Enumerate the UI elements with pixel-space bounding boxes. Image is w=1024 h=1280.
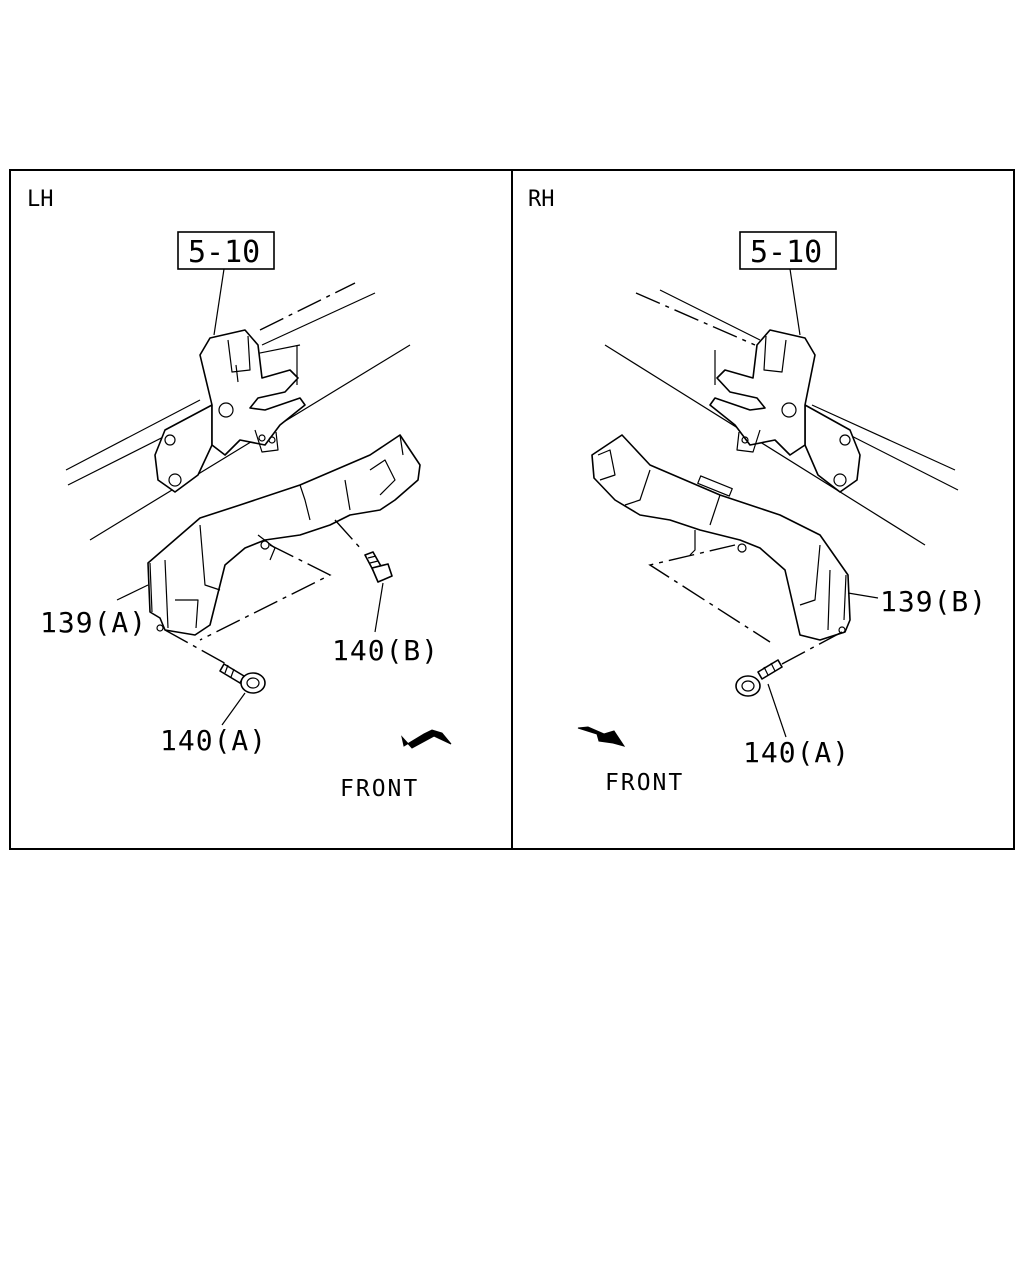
rh-front-label: FRONT <box>605 770 684 796</box>
lh-ref-leader <box>213 268 225 336</box>
lh-bolt-lower <box>219 663 266 694</box>
lh-ref-box <box>177 231 275 270</box>
lh-front-arrow-icon <box>401 729 452 749</box>
rh-ref-box <box>739 231 837 270</box>
rh-bolt-leader <box>767 683 787 738</box>
lh-bolt-upper <box>364 551 393 583</box>
rh-bolt-label: 140(A) <box>743 736 850 769</box>
lh-bolt-lower-leader <box>221 692 246 726</box>
rh-cover-leader <box>847 592 879 599</box>
rh-cover <box>591 434 851 641</box>
rh-bolt <box>735 659 783 697</box>
rh-header: RH <box>528 187 555 212</box>
lh-bolt-upper-leader <box>374 582 384 633</box>
lh-bolt-lower-label: 140(A) <box>160 724 267 757</box>
rh-projection-lines <box>648 544 843 666</box>
lh-front-label: FRONT <box>340 776 419 802</box>
lh-header: LH <box>27 187 54 212</box>
lh-ref-label: 5-10 <box>188 235 260 270</box>
lh-mount-bracket <box>154 329 306 493</box>
lh-projection-lines <box>164 519 363 666</box>
lh-panel: LH 5-10 <box>27 187 452 802</box>
lh-bolt-upper-label: 140(B) <box>332 634 439 667</box>
lh-cover-leader <box>116 584 149 601</box>
rh-front-arrow-icon <box>577 726 626 747</box>
lh-cover <box>147 434 421 636</box>
rh-ref-label: 5-10 <box>750 235 822 270</box>
rh-ref-leader <box>789 268 801 336</box>
lh-cover-label: 139(A) <box>40 606 147 639</box>
rh-panel: RH 5-10 <box>528 187 987 796</box>
rh-cover-label: 139(B) <box>880 585 987 618</box>
rh-mount-bracket <box>709 329 861 493</box>
